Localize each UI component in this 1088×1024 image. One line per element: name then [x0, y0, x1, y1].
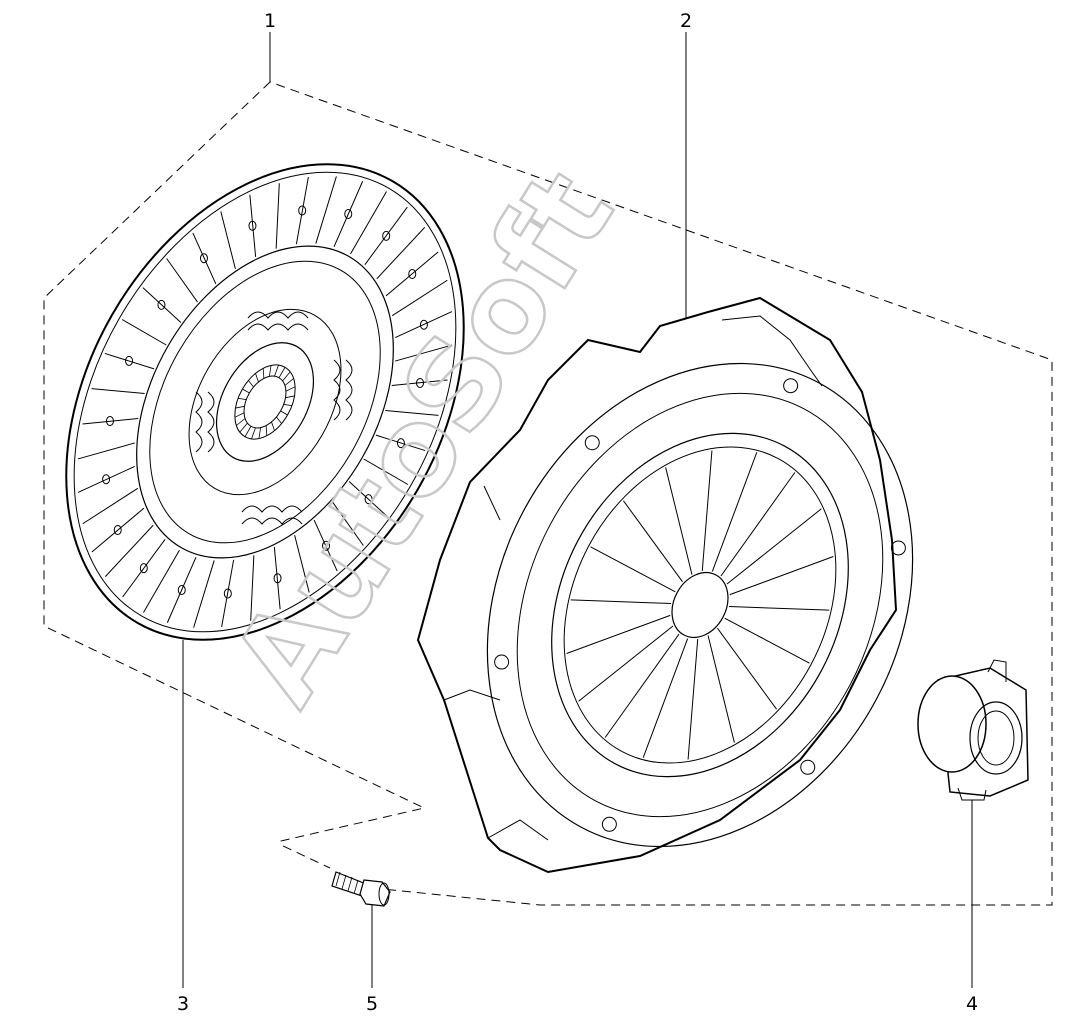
clutch-disc	[65, 163, 465, 641]
callout-2: 2	[680, 10, 692, 32]
disc-friction-grooves	[77, 176, 453, 628]
leader-lines	[182, 32, 973, 988]
hub-splines	[234, 365, 296, 439]
callout-4: 4	[966, 993, 978, 1015]
bolt	[331, 871, 391, 907]
callouts: 1 2 3 5 4	[177, 10, 978, 1015]
callout-5: 5	[366, 993, 378, 1015]
callout-3: 3	[177, 993, 189, 1015]
kit-boundary	[43, 81, 1053, 906]
release-bearing	[917, 659, 1029, 801]
pressure-plate-assembly	[416, 296, 914, 874]
callout-1: 1	[264, 10, 276, 32]
diaphragm-spring-fingers	[566, 450, 834, 760]
cover-mounting-holes	[494, 378, 906, 832]
damper-springs	[195, 311, 353, 525]
disc-rivets	[102, 205, 428, 599]
